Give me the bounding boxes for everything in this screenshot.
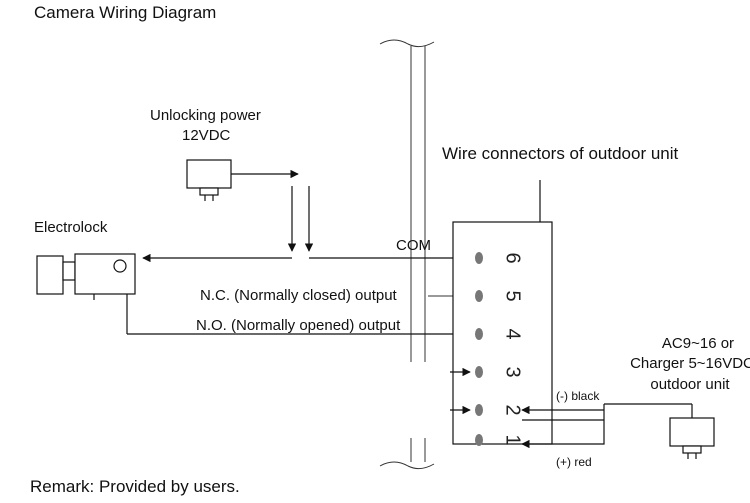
connectors-label: Wire connectors of outdoor unit [442,144,679,163]
remark-text: Remark: Provided by users. [30,477,240,496]
terminal-label-com: COM [396,237,431,254]
power-supply-label-line1: AC9~16 or [662,335,734,352]
power-supply-label-line3: outdoor unit [650,376,730,393]
electrolock-icon [36,253,136,334]
power-adapter-icon [186,159,232,201]
polarity-plus-label: (+) red [556,455,592,469]
terminal-number-6: 6 [502,252,524,263]
electrolock-label: Electrolock [34,219,108,236]
terminal-number-5: 5 [502,290,524,301]
terminal-number-4: 4 [502,328,524,339]
power-supply-label-line2: Charger 5~16VDC [630,355,750,372]
terminal-number-1: 1 [502,434,524,445]
terminal-screws [475,252,483,446]
wall-pillar [379,39,435,470]
terminal-number-3: 3 [502,366,524,377]
unlock-power-label-line1: Unlocking power [150,107,261,124]
terminal-label-no: N.O. (Normally opened) output [196,317,401,334]
terminal-label-nc: N.C. (Normally closed) output [200,287,398,304]
diagram-title: Camera Wiring Diagram [34,3,216,22]
outdoor-power-adapter-icon [669,417,715,459]
polarity-minus-label: (-) black [556,389,600,403]
unlock-power-label-line2: 12VDC [182,127,231,144]
terminal-number-2: 2 [502,404,524,415]
